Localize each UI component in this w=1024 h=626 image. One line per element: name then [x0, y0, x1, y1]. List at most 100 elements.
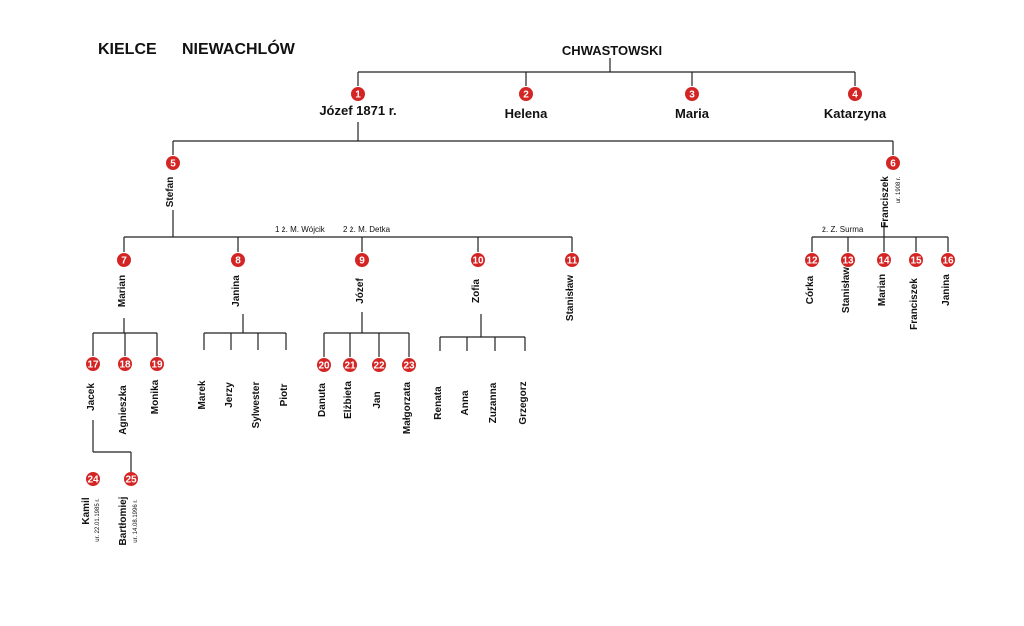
person-number-badge: 7 [117, 253, 131, 267]
person-name: Bartłomiej [118, 496, 129, 545]
person-name: Zuzanna [488, 382, 499, 423]
person-number: 18 [119, 360, 131, 371]
person-number-badge: 10 [471, 253, 485, 267]
person-name: Stanisław [841, 267, 852, 313]
person-name: Agnieszka [118, 385, 129, 435]
person-name: Grzegorz [518, 381, 529, 424]
person-number-badge: 24 [86, 472, 100, 486]
marriage-label-second: 2 ż. M. Detka [343, 225, 391, 234]
person-name: Franciszek [909, 278, 920, 330]
badge-circle [471, 253, 485, 267]
person-name: Piotr [279, 384, 290, 407]
person-name: Anna [460, 390, 471, 415]
person-number: 6 [890, 159, 896, 170]
badge-circle [317, 358, 331, 372]
person-name: Elżbieta [343, 381, 354, 419]
person-number: 10 [472, 256, 484, 267]
birth-note: ur. 22.01.1985 r. [95, 498, 101, 542]
header-labels: KIELCE NIEWACHLÓW CHWASTOWSKI 1 ż. M. Wó… [98, 39, 864, 234]
person-number: 11 [567, 256, 578, 267]
person-number: 20 [318, 361, 330, 372]
person-number-badge: 2 [519, 87, 533, 101]
badge-circle [351, 87, 365, 101]
person-name: Marian [877, 274, 888, 306]
badge-circle [150, 357, 164, 371]
person-name: Zofia [471, 279, 482, 303]
person-number: 15 [910, 256, 922, 267]
person-number-badge: 14 [877, 253, 891, 267]
person-number: 22 [373, 361, 385, 372]
person-name: Katarzyna [824, 106, 887, 121]
person-name: Marek [197, 380, 208, 409]
badge-circle [124, 472, 138, 486]
person-name: Monika [150, 379, 161, 414]
badge-circle [117, 253, 131, 267]
person-number: 25 [125, 475, 137, 486]
badge-circle [841, 253, 855, 267]
person-name: Renata [433, 386, 444, 420]
person-name: Małgorzata [402, 381, 413, 434]
person-number: 4 [852, 90, 858, 101]
person-number: 1 [355, 90, 361, 101]
person-name: Kamil [81, 497, 92, 524]
connector-lines [92, 58, 949, 472]
person-name: Jan [372, 391, 383, 408]
person-name: Stanisław [565, 275, 576, 321]
person-number: 9 [359, 256, 365, 267]
person-name: Helena [505, 106, 548, 121]
person-number-badge: 25 [124, 472, 138, 486]
person-number-badge: 5 [166, 156, 180, 170]
village-title: NIEWACHLÓW [182, 39, 296, 58]
badge-circle [86, 357, 100, 371]
person-name: Janina [941, 274, 952, 306]
person-number: 12 [806, 256, 818, 267]
person-number-badge: 16 [941, 253, 955, 267]
person-name: Sylwester [251, 382, 262, 429]
person-number-badge: 8 [231, 253, 245, 267]
badge-circle [909, 253, 923, 267]
marriage-label-first: 1 ż. M. Wójcik [275, 225, 326, 234]
person-name: Stefan [165, 177, 176, 208]
person-number: 24 [87, 475, 99, 486]
person-number-badge: 4 [848, 87, 862, 101]
person-name: Jerzy [224, 382, 235, 408]
person-name: Danuta [317, 383, 328, 417]
person-number: 14 [878, 256, 890, 267]
badge-circle [402, 358, 416, 372]
badge-circle [166, 156, 180, 170]
person-number-badge: 13 [841, 253, 855, 267]
birth-note: ur. 14.08.1996 r. [133, 499, 139, 543]
badge-circle [343, 358, 357, 372]
person-number-badge: 20 [317, 358, 331, 372]
person-number: 21 [344, 361, 356, 372]
person-number-badge: 23 [402, 358, 416, 372]
badge-circle [118, 357, 132, 371]
person-name: Córka [805, 275, 816, 304]
badge-circle [519, 87, 533, 101]
person-number: 16 [942, 256, 954, 267]
person-number-badge: 15 [909, 253, 923, 267]
person-number-badge: 11 [565, 253, 579, 267]
badge-circle [886, 156, 900, 170]
person-number-badge: 17 [86, 357, 100, 371]
person-number-badge: 1 [351, 87, 365, 101]
person-number: 5 [170, 159, 176, 170]
person-number: 13 [842, 256, 854, 267]
badge-circle [355, 253, 369, 267]
person-number: 17 [87, 360, 99, 371]
badge-circle [848, 87, 862, 101]
badge-circle [941, 253, 955, 267]
person-number: 8 [235, 256, 241, 267]
person-number-badge: 19 [150, 357, 164, 371]
person-number-badge: 6 [886, 156, 900, 170]
person-number-badge: 12 [805, 253, 819, 267]
person-name: Józef [355, 278, 366, 304]
person-number-badge: 18 [118, 357, 132, 371]
person-name: Jacek [86, 383, 97, 411]
person-name: Janina [231, 275, 242, 307]
person-number: 3 [689, 90, 695, 101]
marriage-label-franciszek: ż. Z. Surma [822, 225, 864, 234]
person-number-badge: 22 [372, 358, 386, 372]
